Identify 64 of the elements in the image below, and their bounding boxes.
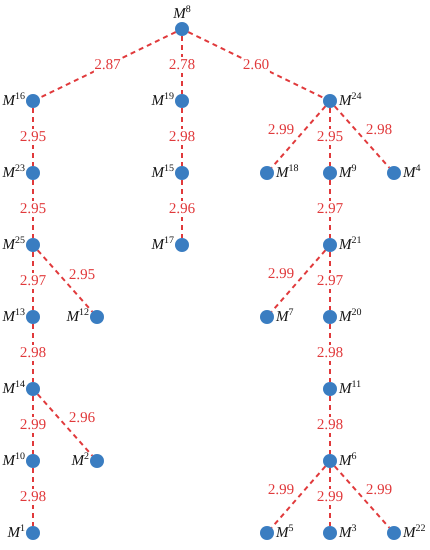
- node-label: M$^{8}$: [173, 5, 191, 23]
- node-label: M$^{10}$: [2, 452, 25, 470]
- node-label: M$^{19}$: [152, 92, 174, 110]
- dashed-connector: [329, 396, 331, 454]
- dashed-connector: [270, 466, 326, 528]
- node-label: M$^{1}$: [8, 524, 25, 542]
- dashed-connector: [36, 250, 94, 312]
- edge-label: 2.87: [93, 57, 122, 73]
- edge-label: 2.95: [316, 129, 344, 145]
- node-label: M$^{2}$: [72, 452, 89, 470]
- dashed-connector: [32, 324, 34, 382]
- edge-label: 2.78: [168, 57, 196, 73]
- node-label: M$^{12}$: [66, 308, 89, 326]
- node-label: M$^{24}$: [339, 92, 362, 110]
- edge-label: 2.98: [316, 417, 344, 433]
- dashed-connector: [181, 36, 183, 94]
- dashed-connector: [32, 108, 34, 166]
- node-label: M$^{4}$: [403, 164, 420, 182]
- dashed-connector: [270, 250, 326, 312]
- edge-label: 2.98: [18, 489, 48, 505]
- dashed-connector: [181, 180, 183, 238]
- dashed-connector: [329, 468, 331, 526]
- dashed-connector: [32, 252, 34, 310]
- edge-label: 2.95: [18, 129, 48, 145]
- dashed-connector: [36, 394, 94, 456]
- dashed-connector: [32, 468, 34, 526]
- dashed-connector: [270, 106, 326, 168]
- dashed-connector: [334, 106, 390, 168]
- node-label: M$^{3}$: [339, 524, 356, 542]
- node-label: M$^{11}$: [339, 380, 362, 398]
- dashed-connector: [329, 324, 331, 382]
- edge-label: 2.95: [18, 201, 48, 217]
- node-label: M$^{9}$: [339, 164, 356, 182]
- node-label: M$^{15}$: [152, 164, 174, 182]
- dashed-connector: [329, 108, 331, 166]
- edge-label: 2.99: [316, 489, 344, 505]
- edge-label: 2.98: [316, 345, 344, 361]
- edge-label: 2.97: [18, 273, 48, 289]
- node-label: M$^{13}$: [2, 308, 25, 326]
- edge-label: 2.98: [18, 345, 48, 361]
- dashed-connector: [334, 466, 390, 528]
- node-label: M$^{25}$: [2, 236, 25, 254]
- dashed-connector: [181, 108, 183, 166]
- node-label: M$^{14}$: [2, 380, 25, 398]
- node-label: M$^{21}$: [339, 236, 362, 254]
- node-label: M$^{18}$: [276, 164, 298, 182]
- node-label: M$^{17}$: [152, 236, 174, 254]
- node-label: M$^{23}$: [2, 164, 25, 182]
- node-label: M$^{7}$: [276, 308, 294, 326]
- node-label: M$^{16}$: [2, 92, 25, 110]
- dashed-connector: [32, 396, 34, 454]
- node-label: M$^{6}$: [339, 452, 356, 470]
- node-label: M$^{20}$: [339, 308, 362, 326]
- edge-label: 2.60: [242, 57, 270, 73]
- dashed-connector: [32, 180, 34, 238]
- edge-label: 2.98: [168, 129, 196, 145]
- node-label: M$^{5}$: [276, 524, 294, 542]
- dashed-connector: [329, 180, 331, 238]
- edge-label: 2.99: [18, 417, 48, 433]
- edge-label: 2.96: [168, 201, 196, 217]
- edge-label: 2.97: [316, 273, 344, 289]
- dashed-connector: [329, 252, 331, 310]
- edge-label: 2.97: [316, 201, 344, 217]
- node-label: M$^{22}$: [403, 524, 426, 542]
